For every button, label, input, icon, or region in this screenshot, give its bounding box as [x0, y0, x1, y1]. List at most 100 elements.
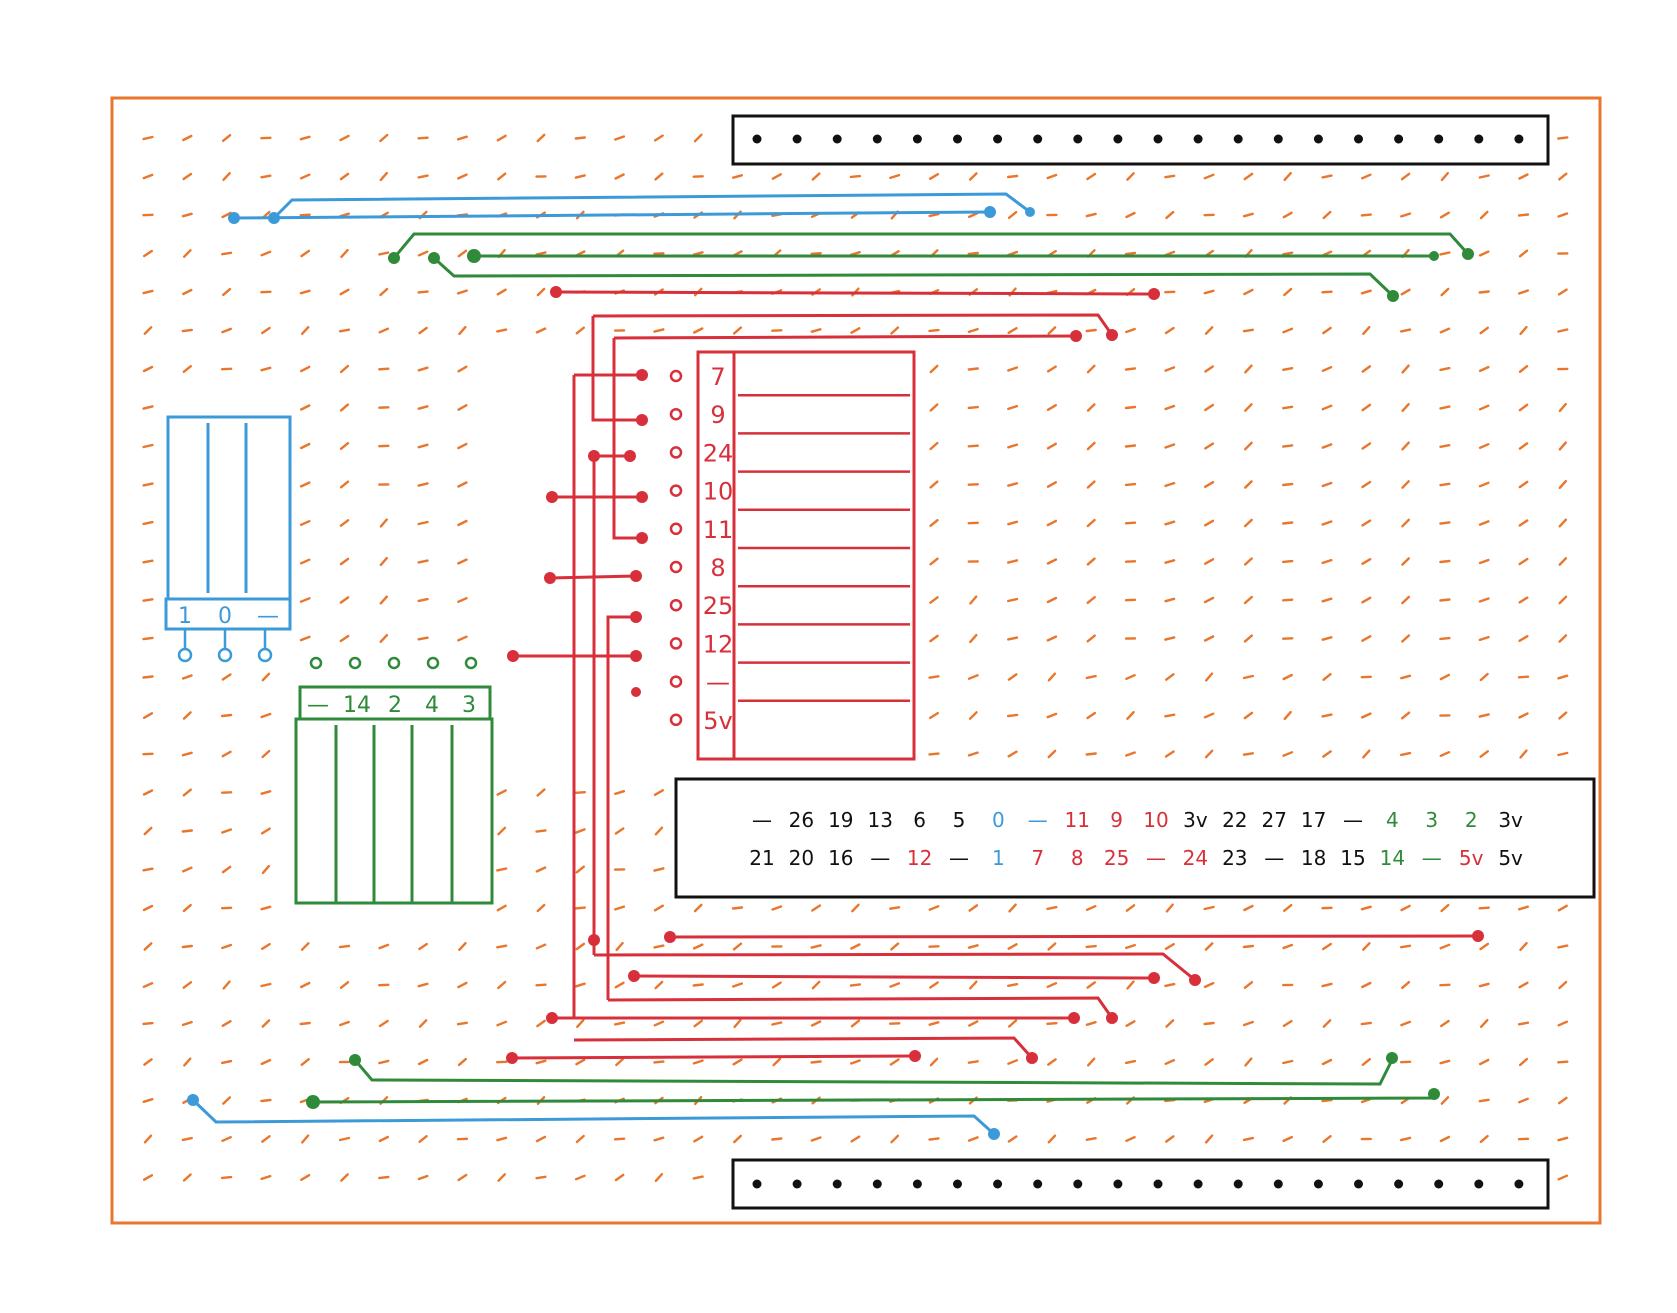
- perfboard-hole: [260, 712, 272, 719]
- perfboard-hole: [301, 1134, 310, 1144]
- blue-wire: [272, 192, 1031, 220]
- header-pin: [832, 134, 842, 144]
- perfboard-hole: [260, 790, 272, 795]
- relay-label: 9: [710, 401, 725, 429]
- perfboard-hole: [1242, 944, 1255, 949]
- perfboard-hole: [967, 444, 979, 448]
- perfboard-hole: [1360, 173, 1372, 180]
- perfboard-hole: [1478, 520, 1490, 526]
- perfboard-hole: [1479, 750, 1490, 758]
- blue-label-strip: [164, 597, 292, 631]
- perfboard-hole: [1401, 518, 1411, 528]
- perfboard-hole: [1124, 444, 1137, 448]
- perfboard-hole: [614, 1021, 626, 1026]
- perfboard-hole: [182, 903, 192, 913]
- perfboard-hole: [456, 1021, 468, 1026]
- perfboard-hole: [1361, 635, 1372, 642]
- perfboard-hole: [182, 711, 192, 720]
- gpio-pin-label: 1: [992, 846, 1005, 870]
- green-label: 4: [425, 693, 439, 718]
- perfboard-hole: [299, 597, 311, 603]
- perfboard-hole: [182, 249, 192, 258]
- perfboard-hole: [1439, 751, 1451, 757]
- perfboard-hole: [183, 1057, 192, 1067]
- perfboard-hole: [457, 365, 468, 373]
- perfboard-hole: [379, 634, 389, 643]
- perfboard-hole: [1243, 441, 1253, 451]
- perfboard-hole: [417, 520, 429, 526]
- perfboard-hole: [1439, 211, 1451, 219]
- perfboard-hole: [1557, 1060, 1569, 1064]
- top-header-outline: [731, 114, 1550, 166]
- perfboard-hole: [1361, 942, 1371, 951]
- perfboard-hole: [810, 1060, 822, 1064]
- perfboard-hole: [1517, 1021, 1530, 1026]
- perfboard-hole: [1203, 289, 1215, 295]
- perfboard-hole: [261, 672, 271, 682]
- gpio-pin-label: 18: [1301, 846, 1326, 870]
- perfboard-hole: [1283, 171, 1292, 182]
- perfboard-hole: [1439, 521, 1451, 525]
- perfboard-hole: [417, 482, 429, 487]
- perfboard-hole: [1322, 673, 1332, 681]
- green-connector-body: [294, 717, 494, 905]
- perfboard-hole: [1086, 441, 1096, 451]
- perfboard-hole: [1046, 596, 1058, 604]
- perfboard-hole: [1164, 174, 1176, 179]
- perfboard-hole: [1204, 326, 1214, 335]
- perfboard-hole: [1006, 713, 1019, 718]
- perfboard-hole: [653, 867, 665, 872]
- perfboard-hole: [1360, 712, 1372, 719]
- perfboard-hole: [1439, 482, 1451, 487]
- perfboard-hole: [849, 174, 862, 179]
- relay-hole: [669, 598, 683, 612]
- perfboard-hole: [849, 983, 862, 987]
- perfboard-hole: [1321, 481, 1333, 488]
- perfboard-hole: [1282, 751, 1294, 757]
- gpio-pin-label: 9: [1110, 808, 1123, 832]
- perfboard-hole: [613, 1137, 626, 1141]
- perfboard-hole: [928, 172, 940, 181]
- perfboard-hole: [1400, 980, 1411, 990]
- perfboard-hole: [1164, 636, 1176, 641]
- perfboard-hole: [967, 251, 979, 256]
- perfboard-hole: [260, 174, 272, 179]
- header-pin: [953, 134, 962, 144]
- perfboard-hole: [1321, 290, 1333, 294]
- perfboard-hole: [1401, 634, 1411, 643]
- perfboard-hole: [811, 904, 822, 912]
- perfboard-hole: [142, 249, 154, 258]
- perfboard-hole: [457, 1057, 467, 1067]
- perfboard-hole: [535, 1135, 547, 1143]
- perfboard-hole: [1164, 520, 1176, 526]
- perfboard-hole: [1518, 480, 1529, 489]
- perfboard-hole: [654, 1172, 664, 1183]
- perfboard-hole: [142, 789, 154, 796]
- perfboard-hole: [1557, 1136, 1569, 1142]
- perfboard-hole: [1439, 251, 1451, 256]
- perfboard-hole: [379, 133, 389, 143]
- perfboard-hole: [614, 981, 625, 989]
- perfboard-hole: [300, 442, 311, 450]
- perfboard-hole: [1243, 904, 1254, 912]
- perfboard-hole: [222, 1096, 232, 1105]
- perfboard-hole: [1125, 904, 1136, 912]
- perfboard-hole: [929, 403, 939, 412]
- green-label: 3: [462, 693, 476, 718]
- perfboard-hole: [299, 635, 311, 642]
- perfboard-hole: [1125, 211, 1136, 219]
- header-pin: [792, 134, 802, 144]
- perfboard-hole: [692, 1175, 704, 1180]
- perfboard-hole: [142, 904, 154, 912]
- perfboard-hole: [181, 328, 194, 333]
- perfboard-hole: [1203, 905, 1215, 911]
- perfboard-hole: [181, 1020, 193, 1027]
- perfboard-hole: [1204, 442, 1215, 450]
- red-wire: [669, 934, 1479, 939]
- gpio-pin-label: 23: [1222, 846, 1247, 870]
- perfboard-hole: [1400, 1020, 1412, 1027]
- perfboard-hole: [1046, 1058, 1057, 1066]
- header-pin: [993, 134, 1003, 144]
- perfboard-hole: [1204, 365, 1215, 373]
- perfboard-hole: [1557, 1174, 1569, 1181]
